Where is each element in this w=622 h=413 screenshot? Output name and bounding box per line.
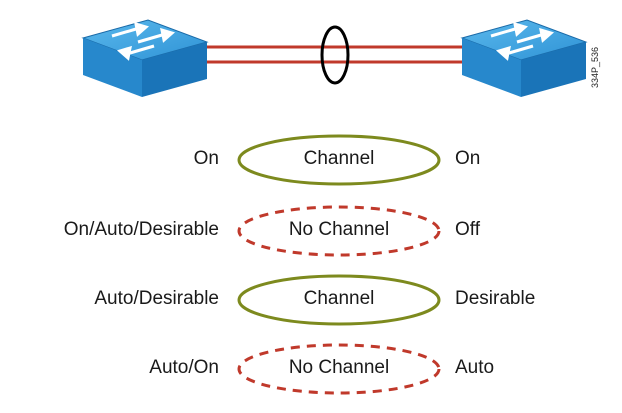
row-2-left-mode: On/Auto/Desirable xyxy=(63,219,219,240)
row-4-result: No Channel xyxy=(288,357,390,378)
row-1-left-mode: On xyxy=(193,148,219,169)
row-3-result: Channel xyxy=(303,288,375,309)
figure-id: 334P_536 xyxy=(590,46,600,88)
row-1-ellipse xyxy=(237,134,441,186)
row-2-ellipse xyxy=(237,205,441,257)
etherchannel-link xyxy=(198,25,466,85)
row-4-ellipse xyxy=(237,343,441,395)
right-switch-icon xyxy=(460,19,588,97)
row-4-right-mode: Auto xyxy=(455,357,495,378)
row-3-ellipse xyxy=(237,274,441,326)
row-1-result: Channel xyxy=(303,148,375,169)
row-4-left-mode: Auto/On xyxy=(149,357,219,378)
bundle-ring xyxy=(320,25,350,85)
row-3-right-mode: Desirable xyxy=(455,288,536,309)
row-1-right-mode: On xyxy=(455,148,481,169)
row-3-left-mode: Auto/Desirable xyxy=(94,288,219,309)
row-2-right-mode: Off xyxy=(455,219,480,240)
row-2-result: No Channel xyxy=(288,219,390,240)
left-switch-icon xyxy=(81,19,209,97)
